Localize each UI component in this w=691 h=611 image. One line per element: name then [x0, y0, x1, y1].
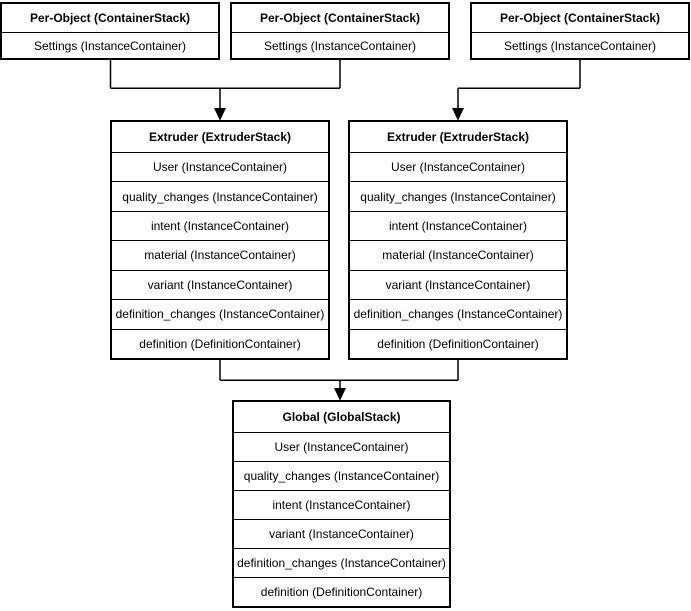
arrowhead-extruder-1 [214, 108, 226, 121]
connector-perobject-to-extruder-2 [457, 60, 581, 110]
stack-row: Settings (InstanceContainer) [2, 32, 218, 58]
stack-row: definition_changes (InstanceContainer) [112, 299, 328, 328]
stack-row: intent (InstanceContainer) [112, 210, 328, 240]
stack-row: definition_changes (InstanceContainer) [350, 299, 566, 328]
stack-row: definition (DefinitionContainer) [234, 577, 449, 606]
stack-row: definition (DefinitionContainer) [350, 328, 566, 358]
stack-row: Settings (InstanceContainer) [472, 32, 688, 58]
stack-row: User (InstanceContainer) [350, 152, 566, 181]
stack-title: Per-Object (ContainerStack) [259, 11, 421, 25]
extruder-stack-2: Extruder (ExtruderStack) User (InstanceC… [348, 120, 568, 360]
stack-row: definition (DefinitionContainer) [112, 328, 328, 358]
per-object-stack-3: Per-Object (ContainerStack) Settings (In… [470, 2, 690, 60]
stack-title: Per-Object (ContainerStack) [29, 11, 191, 25]
connector-extruders-to-global [219, 360, 459, 390]
stack-row: material (InstanceContainer) [112, 240, 328, 269]
stack-row: quality_changes (InstanceContainer) [350, 181, 566, 210]
stack-row: Settings (InstanceContainer) [232, 32, 448, 58]
stack-row: quality_changes (InstanceContainer) [234, 461, 449, 490]
stack-row: intent (InstanceContainer) [234, 490, 449, 519]
stack-row: definition_changes (InstanceContainer) [234, 548, 449, 577]
arrowhead-extruder-2 [452, 108, 464, 121]
stack-title: Global (GlobalStack) [282, 410, 401, 424]
global-stack: Global (GlobalStack) User (InstanceConta… [232, 400, 451, 608]
stack-row: User (InstanceContainer) [112, 152, 328, 181]
stack-row: material (InstanceContainer) [350, 240, 566, 269]
stack-row: variant (InstanceContainer) [234, 519, 449, 548]
stack-row: variant (InstanceContainer) [112, 269, 328, 299]
stack-title: Extruder (ExtruderStack) [148, 130, 292, 144]
arrowhead-global [334, 388, 346, 401]
stack-row: User (InstanceContainer) [234, 432, 449, 461]
per-object-stack-2: Per-Object (ContainerStack) Settings (In… [230, 2, 450, 60]
stack-title: Extruder (ExtruderStack) [386, 130, 530, 144]
stack-row: variant (InstanceContainer) [350, 269, 566, 299]
stack-row: intent (InstanceContainer) [350, 210, 566, 240]
extruder-stack-1: Extruder (ExtruderStack) User (InstanceC… [110, 120, 330, 360]
connector-perobject-to-extruder-1 [109, 60, 341, 110]
stack-row: quality_changes (InstanceContainer) [112, 181, 328, 210]
per-object-stack-1: Per-Object (ContainerStack) Settings (In… [0, 2, 220, 60]
stack-title: Per-Object (ContainerStack) [499, 11, 661, 25]
